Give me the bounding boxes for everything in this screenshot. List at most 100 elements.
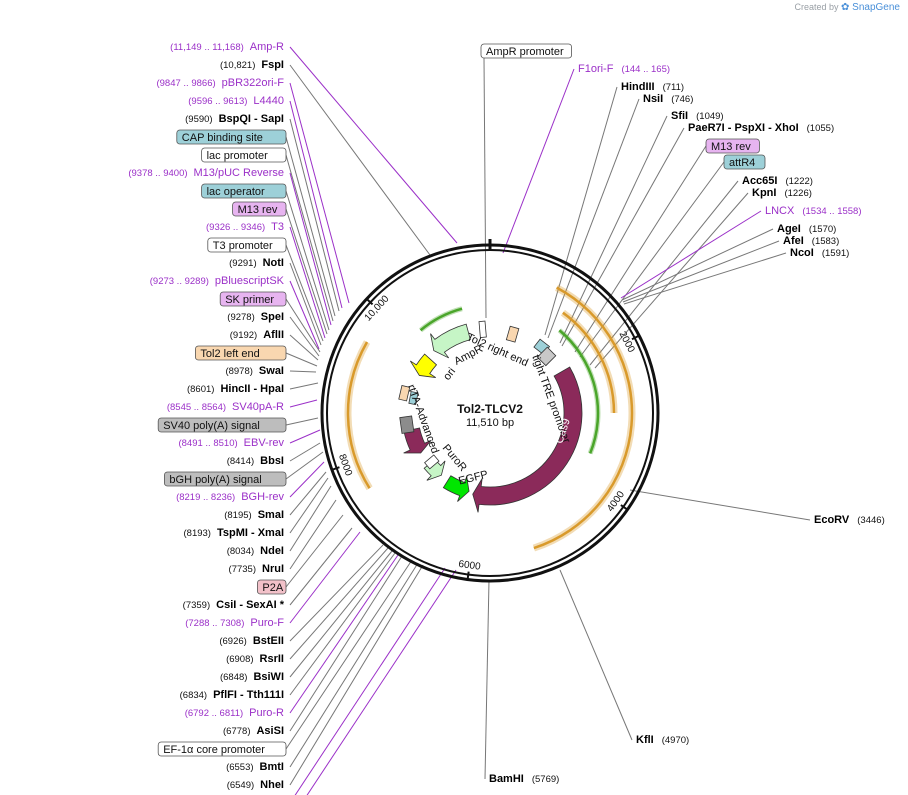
label-position: (1226) [784,188,811,199]
label-name: BbsI [260,455,284,467]
leader-line [621,228,774,301]
leader-line [589,180,739,366]
leader-line [285,154,334,322]
primer-label: F1ori-F(144 .. 165) [578,63,670,75]
label-name: NdeI [260,545,284,557]
site-label: (8601)HincII - HpaI [187,383,284,395]
leader-line [289,429,321,444]
leader-line [561,127,685,347]
feature-box [194,345,287,361]
label-name: BamHI [489,773,524,785]
feature-box [201,183,287,199]
primer-label: (8545 .. 8564)SV40pA-R [167,401,284,413]
green-arc-top-halo [418,306,463,333]
label-position: (8034) [227,546,254,557]
watermark-prefix: Created by [794,2,839,12]
leader-line [623,252,787,305]
label-position: (7288 .. 7308) [185,618,244,629]
leader-line [289,82,350,304]
site-label: (6908)RsrII [226,653,284,665]
label-position: (8601) [187,384,214,395]
label-name: BspQI - SapI [219,113,284,125]
leader-line [285,352,318,367]
feature-box-label: Tol2 left end [200,348,259,360]
leader-line [289,399,318,408]
label-name: BmtI [260,761,284,773]
primer-label: (9326 .. 9346)T3 [206,221,284,233]
label-name: L4440 [253,95,284,107]
feature-box-label: lac operator [207,186,265,198]
ampr-promoter-block [478,320,487,338]
primer-label: (8491 .. 8510)EBV-rev [178,437,284,449]
cas9-arrow [472,366,583,513]
site-label: EcoRV(3446) [814,514,885,526]
label-position: (6848) [220,672,247,683]
leader-line [289,64,431,256]
tre-block [536,346,557,367]
feature-box [219,291,287,307]
leader-line [629,489,811,521]
site-label: (7359)CsiI - SexAI * [183,599,285,611]
leader-line [289,442,321,462]
plasmid-size: 11,510 bp [466,417,514,429]
label-position: (9291) [229,258,256,269]
site-label: (9278)SpeI [227,311,284,323]
site-label: (9590) BspQI - SapI [185,113,284,125]
label-position: (8193) [184,528,211,539]
leader-line [285,208,328,335]
feature-arrows [398,320,583,513]
site-label: (8034) NdeI [227,545,284,557]
site-label: (10,821)FspI [220,59,284,71]
primer-label: (11,149 .. 11,168)Amp-R [170,41,284,53]
label-position: (9590) [185,114,212,125]
label-position: (1570) [809,224,836,235]
leader-line [285,244,324,342]
primer-label: (9596 .. 9613)L4440 [188,95,284,107]
leader-line [622,240,780,303]
tick-mark [620,504,629,512]
label-position: (8545 .. 8564) [167,402,226,413]
label-name: NcoI [790,247,814,259]
map-center: Tol2-TLCV2 11,510 bp [457,402,523,429]
label-name: T3 [271,221,284,233]
leader-line [289,280,320,350]
leader-line [289,554,399,714]
label-position: (6926) [219,636,246,647]
primer-label: (9378 .. 9400)M13/pUC Reverse [128,167,284,179]
site-label: (8414) BbsI [227,455,284,467]
label-name: TspMI - XmaI [217,527,284,539]
site-label: (6778) AsiSI [223,725,284,737]
label-position: (746) [671,94,693,105]
feature-box-label: AmpR promoter [486,46,564,58]
label-position: (8219 .. 8236) [176,492,235,503]
feature-box [201,147,287,163]
leader-line [285,559,413,750]
site-label: (9291)NotI [229,257,284,269]
feature-arcs [344,284,636,552]
site-label: AfeI(1583) [783,235,839,247]
leader-line [289,471,327,516]
feature-box [705,138,760,154]
feature-box-label: P2A [262,582,283,594]
leader-line [502,68,575,254]
label-position: (9378 .. 9400) [128,168,187,179]
label-name: LNCX [765,205,795,217]
label-name: NheI [260,779,284,791]
label-name: AflII [263,329,284,341]
leader-line [289,370,317,373]
leader-line [289,547,389,660]
label-name: AsiSI [256,725,284,737]
label-position: (1583) [812,236,839,247]
label-position: (8414) [227,456,254,467]
label-name: PaeR7I - PspXI - XhoI [688,122,799,134]
site-label: AgeI(1570) [777,223,836,235]
label-name: SfiI [671,110,688,122]
label-position: (6834) [180,690,207,701]
feature-box-label: M13 rev [238,204,278,216]
label-name: pBR322ori-F [222,77,285,89]
leader-line [289,531,361,624]
label-name: pBluescriptSK [215,275,285,287]
feature-box [232,201,287,217]
label-position: (6778) [223,726,250,737]
tick-label: 6000 [458,559,482,573]
